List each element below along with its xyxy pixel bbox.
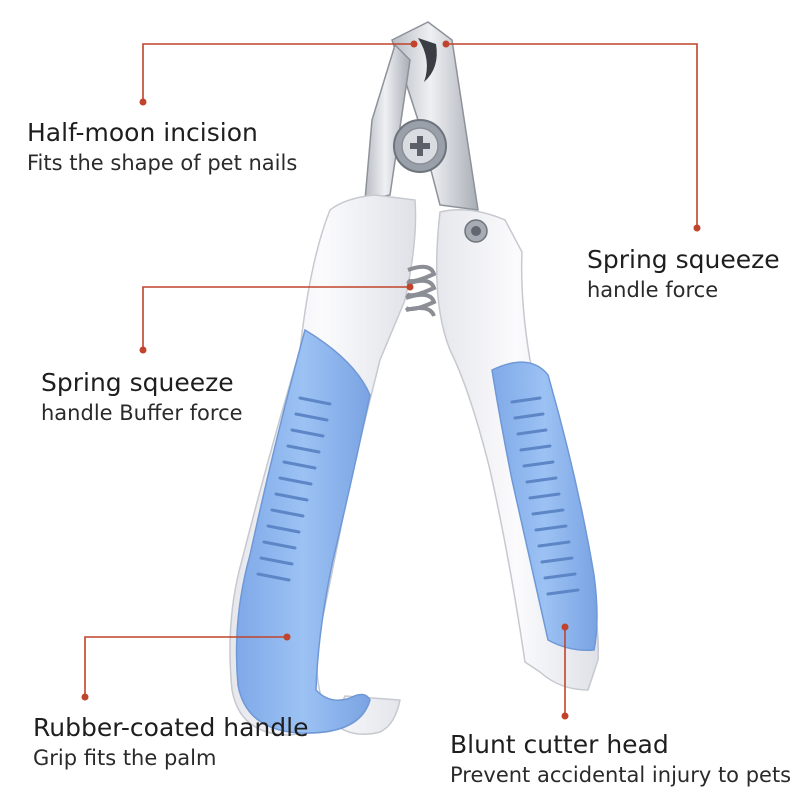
callout-spring-squeeze-right: Spring squeeze handle force xyxy=(587,245,780,305)
callout-heading: Blunt cutter head xyxy=(450,730,669,759)
callout-spring-squeeze-left: Spring squeeze handle Buffer force xyxy=(41,368,243,428)
right-handle xyxy=(435,209,599,691)
left-grip-ridges xyxy=(256,396,332,582)
callout-subtext: Grip fits the palm xyxy=(33,746,217,770)
callout-heading: Spring squeeze xyxy=(587,245,780,274)
callout-half-moon-incision: Half-moon incision Fits the shape of pet… xyxy=(27,118,297,178)
callout-heading: Spring squeeze xyxy=(41,368,234,397)
callout-heading: Half-moon incision xyxy=(27,118,258,147)
callout-subtext: handle force xyxy=(587,278,719,302)
leader-lines xyxy=(84,43,698,716)
half-moon-notch xyxy=(418,38,437,82)
pivot-screw xyxy=(393,119,447,173)
callout-heading: Rubber-coated handle xyxy=(33,713,309,742)
left-handle xyxy=(229,194,417,736)
callout-subtext: handle Buffer force xyxy=(41,401,243,425)
callout-blunt-cutter-head: Blunt cutter head Prevent accidental inj… xyxy=(450,730,791,790)
callout-subtext: Fits the shape of pet nails xyxy=(27,151,298,175)
callout-subtext: Prevent accidental injury to pets xyxy=(450,763,792,787)
right-grip-ridges xyxy=(510,396,580,596)
callout-rubber-coated-handle: Rubber-coated handle Grip fits the palm xyxy=(33,713,308,773)
leader-dots xyxy=(81,40,701,720)
spring xyxy=(404,264,437,317)
steel-blades xyxy=(364,21,479,211)
